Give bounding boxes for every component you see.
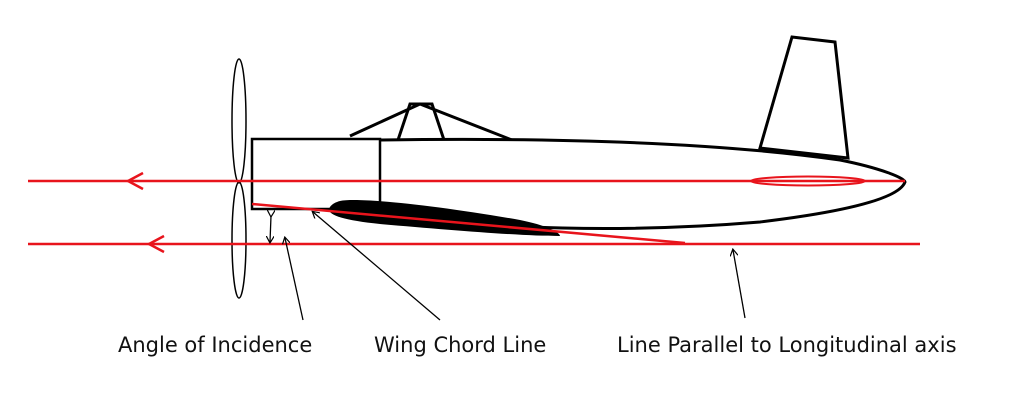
label-wing-chord-line: Wing Chord Line xyxy=(374,333,547,357)
leader-parallel-line xyxy=(733,250,746,319)
propeller-upper-blade xyxy=(231,58,247,184)
wing-chord-line xyxy=(251,202,686,245)
tail-axis-ellipse xyxy=(750,175,866,187)
leader-angle-of-incidence xyxy=(285,238,304,321)
lower-arrow-head xyxy=(146,234,165,254)
leader-wing-chord-line xyxy=(313,212,441,321)
canopy xyxy=(349,102,513,142)
engine-cowling xyxy=(250,137,382,211)
upper-arrow-head xyxy=(125,171,144,191)
tail-fin xyxy=(758,35,850,160)
propeller-lower-blade xyxy=(231,181,247,299)
label-angle-of-incidence: Angle of Incidence xyxy=(118,333,313,357)
angle-double-arrow xyxy=(270,216,271,242)
label-line-parallel: Line Parallel to Longitudinal axis xyxy=(617,333,957,357)
